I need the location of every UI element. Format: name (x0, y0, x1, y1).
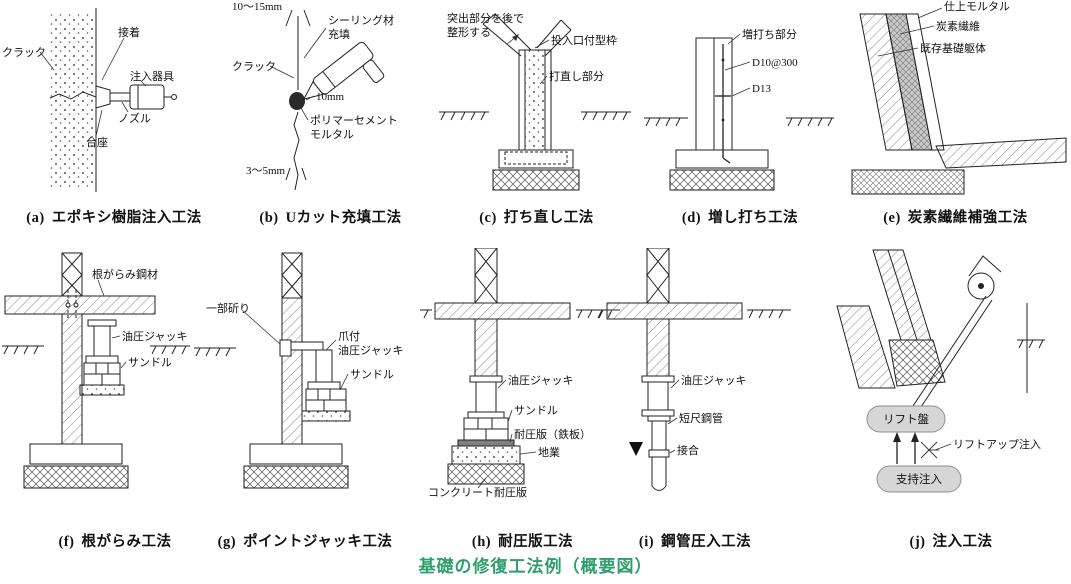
label-jack: 油圧ジャッキ (508, 375, 574, 387)
panel-caption: (a) エポキシ樹脂注入工法 (0, 206, 228, 227)
panel-title: 炭素繊維補強工法 (907, 210, 1028, 226)
label-sealant: シーリング材 充填 (328, 15, 394, 42)
label-pipe: 短尺鋼管 (679, 413, 723, 425)
panel-title: エポキシ樹脂注入工法 (51, 210, 202, 226)
panel-epoxy-injection: クラック 接着 注入器具 ノズル 台座 (a) エポキシ樹脂注入工法 (0, 0, 228, 240)
label-form: 投入口付型枠 (551, 35, 617, 47)
panel-tag: (b) (259, 210, 279, 226)
label-liftup-injection: リフトアップ注入 (953, 439, 1041, 451)
panel-caption: (i) 鋼管圧入工法 (595, 530, 795, 551)
label-cribbing: サンドル (350, 369, 394, 381)
panel-title: 根がらみ工法 (81, 534, 172, 550)
panel-carbon-fiber: 仕上モルタル 炭素繊維 既存基礎躯体 (e) 炭素繊維補強工法 (840, 0, 1071, 240)
panel-caption: (f) 根がらみ工法 (0, 530, 230, 551)
label-rebar-v: D10@300 (752, 57, 798, 69)
label-crack: クラック (2, 47, 46, 59)
label-dim-mid: 10mm (316, 91, 345, 103)
label-ground: 地業 (538, 447, 560, 459)
panel-recasting: 突出部分を後で 整形する 投入口付型枠 打直し部分 (c) 打ち直し工法 (433, 0, 640, 240)
panel-tag: (f) (58, 534, 75, 550)
label-claw-jack: 爪付 油圧ジャッキ (338, 331, 404, 358)
panel-caption: (e) 炭素繊維補強工法 (840, 206, 1071, 227)
panel-tag: (i) (638, 534, 655, 550)
panel-tag: (e) (883, 210, 901, 226)
panel-point-jack: 一部斫り 爪付 油圧ジャッキ サンドル (g) ポイントジャッキ工法 (190, 248, 420, 551)
panel-tag: (c) (479, 210, 497, 226)
label-cribbing: サンドル (514, 405, 558, 417)
label-lift-plate: リフト盤 (883, 414, 929, 426)
panel-title: 増し打ち工法 (708, 210, 799, 226)
label-jack: 油圧ジャッキ (681, 375, 747, 387)
label-dim-bottom: 3～5mm (246, 165, 286, 177)
label-mortar: ポリマーセメント モルタル (310, 115, 398, 142)
label-recast: 打直し部分 (549, 71, 604, 83)
panel-tag: (a) (26, 210, 45, 226)
panel-title: 打ち直し工法 (503, 210, 594, 226)
label-nozzle: ノズル (118, 113, 151, 125)
panel-u-cut-filling: 10～15mm シーリング材 充填 クラック 10mm ポリマーセメント モルタ… (228, 0, 433, 240)
panel-pressure-plate: 油圧ジャッキ サンドル 耐圧版（鉄板） 地業 コンクリート耐圧版 (h) 耐圧版工… (420, 248, 625, 551)
label-tie-steel: 根がらみ鋼材 (92, 269, 158, 281)
panel-caption: (j) 注入工法 (831, 530, 1071, 551)
label-injector: 注入器具 (130, 71, 174, 83)
drawing-u-cut-filling (269, 9, 385, 191)
panel-tag: (h) (471, 534, 492, 550)
label-jack: 油圧ジャッキ (122, 331, 188, 343)
drawing-injection (836, 249, 1045, 493)
label-trim: 突出部分を後で 整形する (447, 13, 524, 40)
panel-title: 注入工法 (932, 534, 993, 550)
label-pedestal: 台座 (86, 137, 108, 149)
panel-caption: (d) 増し打ち工法 (640, 206, 840, 227)
panel-tag: (j) (909, 534, 926, 550)
drawing-recasting (439, 13, 631, 191)
figure-caption: 基礎の修復工法例（概要図） (418, 557, 653, 576)
panel-title: ポイントジャッキ工法 (243, 534, 393, 550)
label-added: 増打ち部分 (742, 29, 797, 41)
panel-pipe-press-in: 油圧ジャッキ 短尺鋼管 接合 (i) 鋼管圧入工法 (595, 248, 795, 551)
panel-title: Uカット充填工法 (285, 210, 402, 226)
panel-tag: (d) (681, 210, 702, 226)
label-slab: コンクリート耐圧版 (428, 487, 527, 499)
panel-title: 鋼管圧入工法 (661, 534, 752, 550)
panel-negarami: 根がらみ鋼材 油圧ジャッキ サンドル (f) 根がらみ工法 (0, 248, 230, 551)
panel-caption: (b) Uカット充填工法 (228, 206, 433, 227)
panel-injection: リフト盤 リフトアップ注入 支持注入 (j) 注入工法 (831, 248, 1071, 551)
label-chipping: 一部斫り (206, 303, 250, 315)
panel-caption: (g) ポイントジャッキ工法 (190, 530, 420, 551)
drawing-epoxy-injection (39, 8, 177, 192)
panel-caption: (c) 打ち直し工法 (433, 206, 640, 227)
drawing-carbon-fiber (851, 7, 1067, 195)
drawing-additional-casting (644, 33, 834, 191)
label-cribbing: サンドル (128, 357, 172, 369)
panel-title: 耐圧版工法 (498, 534, 574, 550)
drawing-pressure-plate (420, 248, 620, 489)
label-dim-top: 10～15mm (232, 1, 283, 13)
label-rebar-h: D13 (752, 83, 771, 95)
label-joint: 接合 (677, 445, 699, 457)
label-carbon-fiber: 炭素繊維 (936, 21, 980, 33)
label-bond: 接着 (118, 27, 140, 39)
label-plate: 耐圧版（鉄板） (514, 429, 591, 441)
drawing-pipe-press-in (595, 248, 791, 491)
panel-tag: (g) (217, 534, 237, 550)
label-finish-mortar: 仕上モルタル (944, 1, 1010, 13)
panel-caption: (h) 耐圧版工法 (420, 530, 625, 551)
label-support-injection: 支持注入 (896, 474, 942, 486)
label-existing-body: 既存基礎躯体 (920, 43, 986, 55)
drawing-point-jack (194, 252, 351, 489)
label-crack: クラック (232, 61, 276, 73)
drawing-negarami (2, 252, 190, 489)
panel-additional-casting: 増打ち部分 D10@300 D13 (d) 増し打ち工法 (640, 0, 840, 240)
